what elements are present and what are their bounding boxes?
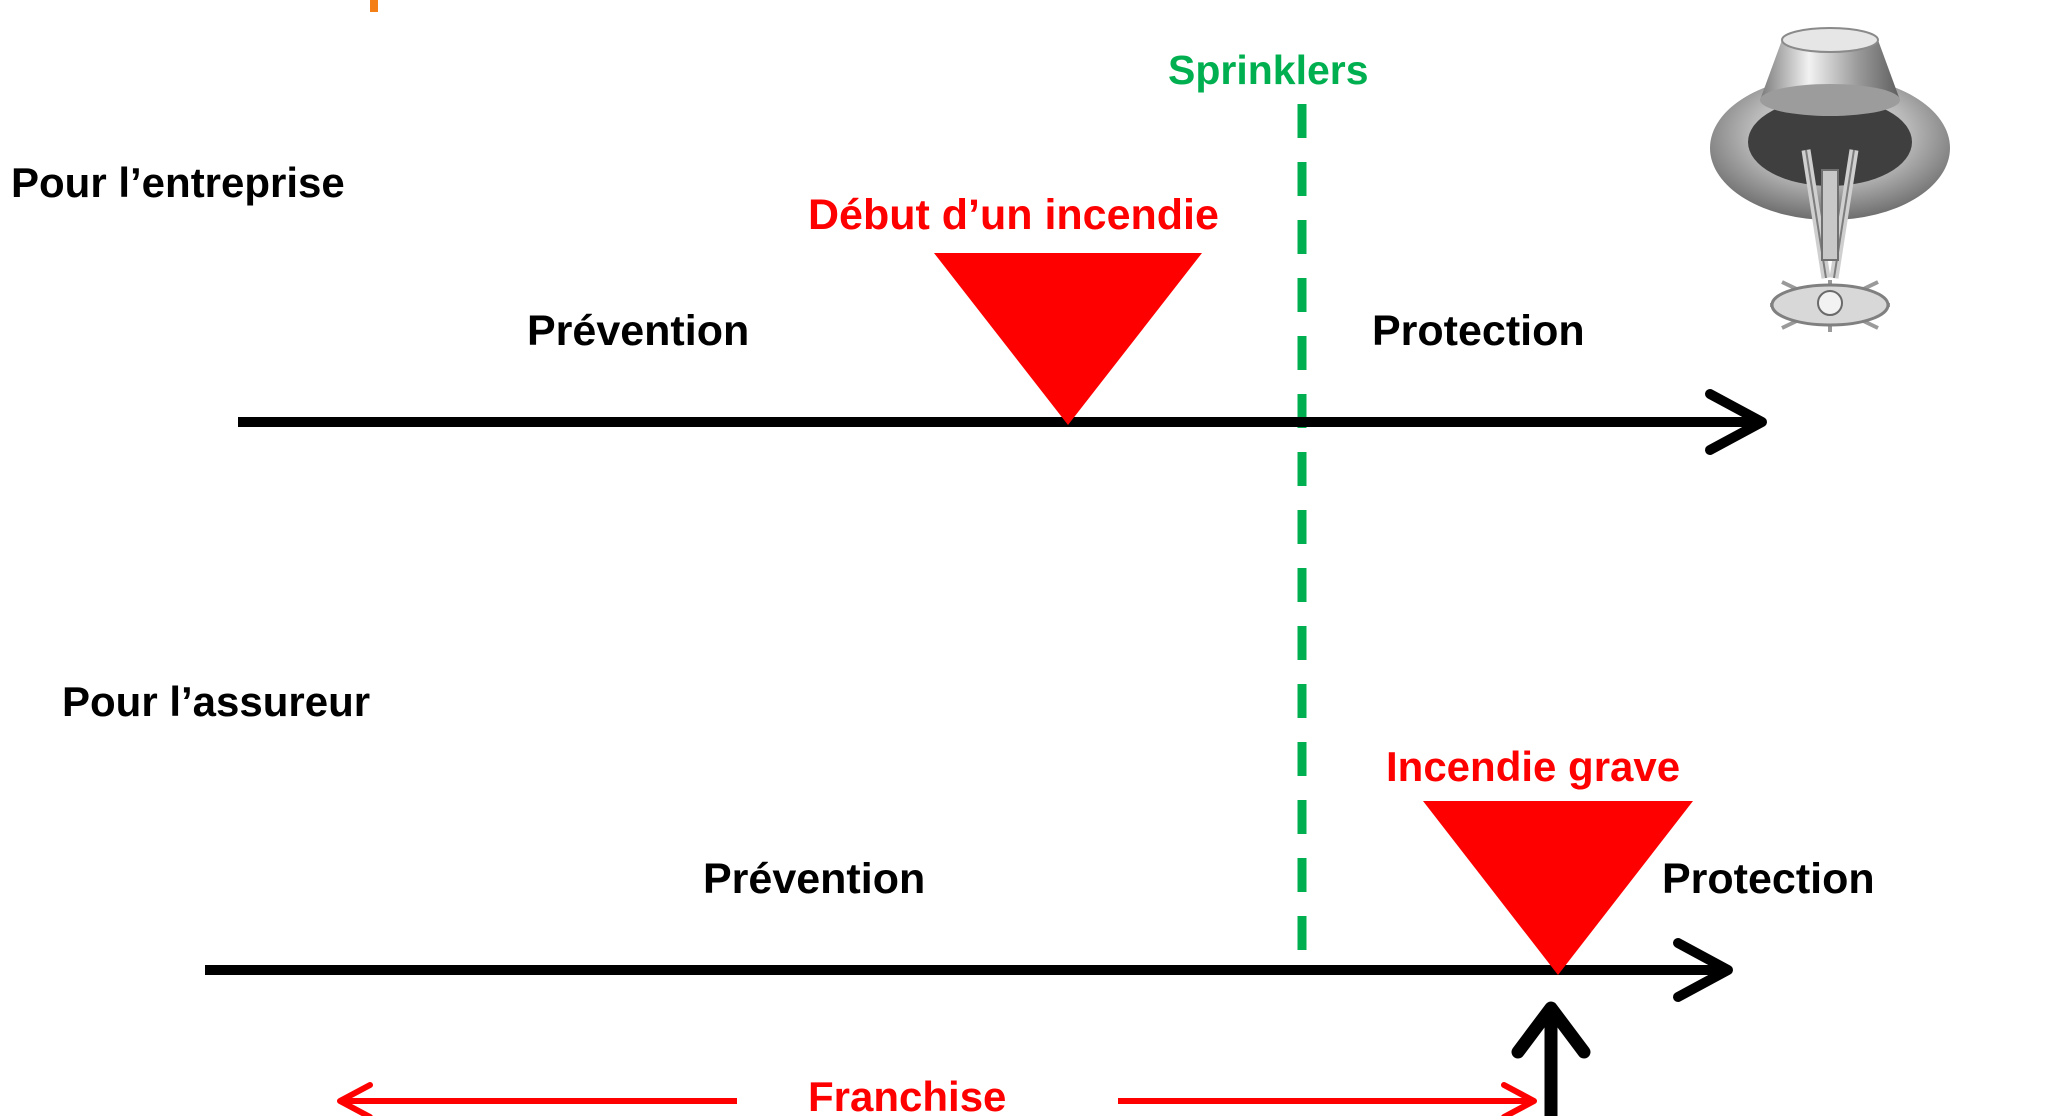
insurer-heading: Pour l’assureur xyxy=(62,678,371,725)
enterprise-prevention-label: Prévention xyxy=(527,307,750,355)
accent-mark xyxy=(370,0,378,12)
franchise-label: Franchise xyxy=(808,1073,1007,1120)
enterprise-event-marker xyxy=(934,253,1202,425)
enterprise-protection-label: Protection xyxy=(1372,307,1585,355)
insurer-event-marker xyxy=(1423,801,1693,975)
enterprise-event-label: Début d’un incendie xyxy=(808,191,1219,239)
sprinkler-head-icon xyxy=(1710,27,1950,332)
insurer-protection-label: Protection xyxy=(1662,855,1875,903)
insurer-event-label: Incendie grave xyxy=(1386,743,1681,790)
enterprise-timeline xyxy=(238,389,1767,455)
insurer-timeline xyxy=(205,938,1733,1002)
franchise-right-arrow xyxy=(1118,1082,1537,1116)
enterprise-heading: Pour l’entreprise xyxy=(11,159,345,206)
sprinklers-label: Sprinklers xyxy=(1168,47,1369,93)
insurer-prevention-label: Prévention xyxy=(703,855,926,903)
franchise-left-arrow xyxy=(337,1082,737,1116)
deductible-pointer-arrow xyxy=(1511,1001,1591,1116)
